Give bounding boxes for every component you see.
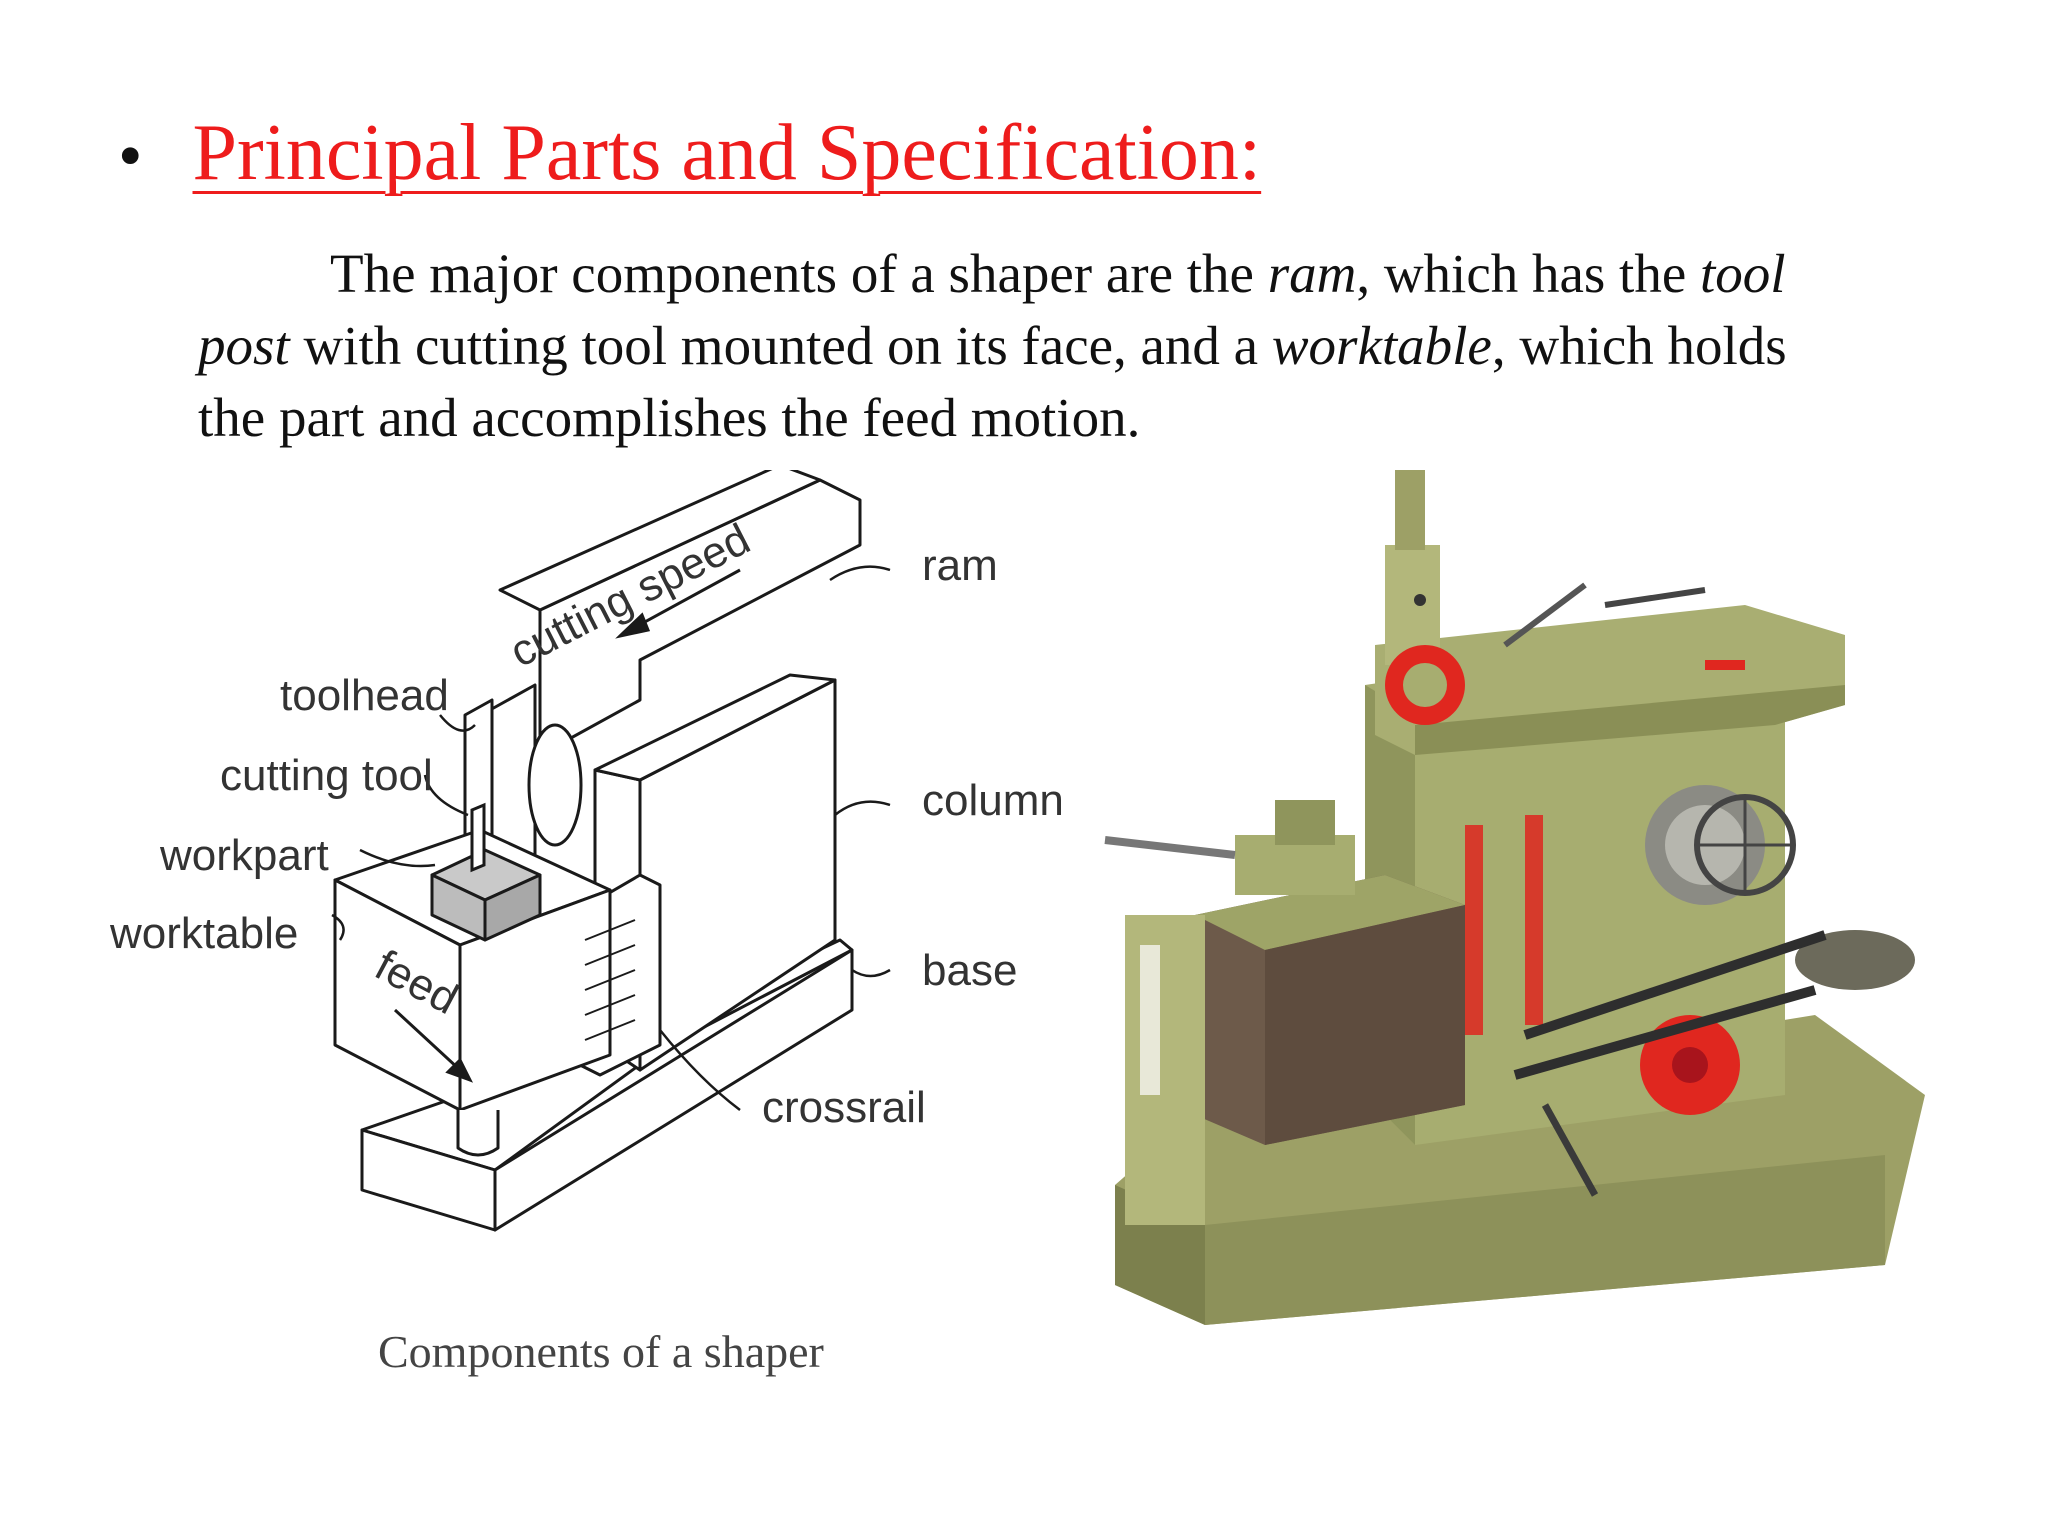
description-paragraph: The major components of a shaper are the… bbox=[198, 238, 1858, 454]
cutting-tool-shape bbox=[470, 802, 486, 873]
bullet-point: • bbox=[118, 118, 143, 195]
diagram-caption: Components of a shaper bbox=[378, 1326, 824, 1377]
shaper-line-drawing: cutting speed ram toolhead cutting tool … bbox=[109, 470, 1064, 1232]
paragraph-text: , which has the bbox=[1356, 243, 1700, 304]
term-ram: ram bbox=[1267, 243, 1357, 304]
term-tool-post: tool post bbox=[198, 243, 1786, 376]
term-worktable: worktable bbox=[1271, 315, 1492, 376]
label-toolhead: toolhead bbox=[280, 671, 449, 720]
base-side bbox=[493, 948, 854, 1232]
label-crossrail: crossrail bbox=[762, 1083, 926, 1132]
shaper-machine-photo bbox=[1085, 455, 2015, 1335]
toolhead-disc bbox=[527, 723, 583, 847]
paragraph-text: with cutting tool mounted on its face, a… bbox=[289, 315, 1272, 376]
label-column: column bbox=[922, 776, 1064, 825]
machine-toolhead bbox=[1385, 545, 1440, 665]
worktable-side bbox=[458, 888, 612, 1112]
label-worktable: worktable bbox=[109, 909, 298, 958]
slide-title: Principal Parts and Specification: bbox=[192, 109, 1262, 197]
paragraph-text: The major components of a shaper are the bbox=[330, 243, 1268, 304]
label-cutting-tool: cutting tool bbox=[220, 751, 433, 800]
label-base: base bbox=[922, 946, 1017, 995]
workpart-side bbox=[483, 873, 542, 942]
shaper-diagram: cutting speed ram toolhead cutting tool … bbox=[100, 470, 1100, 1450]
paragraph-text: , which holds the part and accomplishes … bbox=[198, 315, 1787, 448]
shaper-machine-illustration bbox=[1104, 470, 1925, 1325]
ram-top bbox=[498, 470, 822, 612]
column-top bbox=[593, 673, 837, 782]
label-workpart: workpart bbox=[159, 831, 329, 880]
table-support bbox=[456, 1110, 500, 1157]
label-ram: ram bbox=[922, 541, 998, 590]
slide-heading: • Principal Parts and Specification: bbox=[118, 108, 1261, 199]
